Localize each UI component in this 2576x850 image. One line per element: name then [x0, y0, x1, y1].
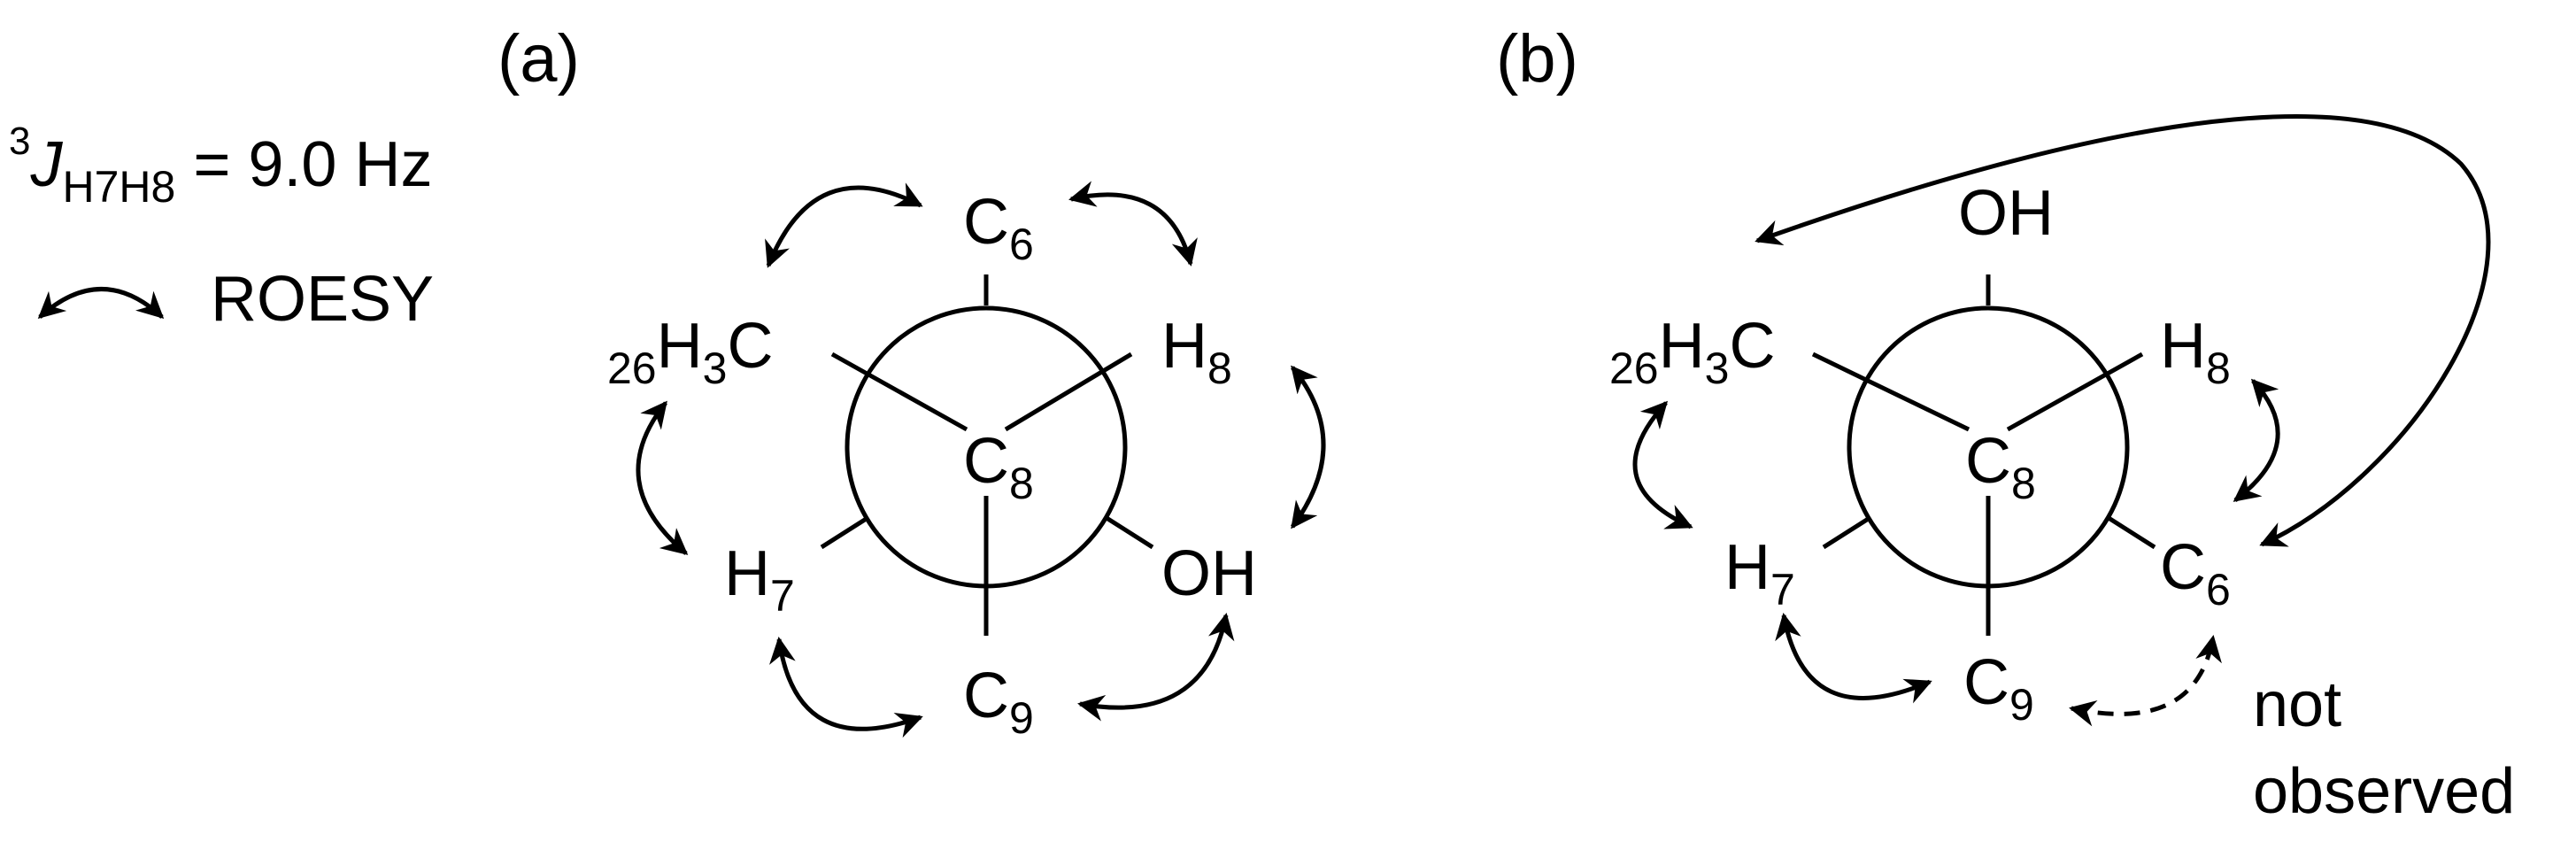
atom-ch3-a: 26H3C: [607, 311, 773, 393]
roesy-arrow-h7-c9-b: [1775, 613, 1932, 704]
atom-c9-b: C9: [1963, 647, 2034, 730]
not-observed-line2: observed: [2253, 756, 2515, 827]
atom-c6-b: C6: [2160, 532, 2231, 614]
roesy-arrows-b: [1632, 114, 2491, 727]
not-observed-line1: not: [2253, 669, 2341, 740]
roesy-arrow-ch3-c6-long-b: [1755, 114, 2491, 547]
atom-h7-b: H7: [1724, 532, 1795, 614]
center-atom-b: C8: [1965, 426, 2036, 508]
roesy-arrow-ch3-c6-a: [765, 182, 923, 268]
roesy-arrow-h8-c6-b: [2233, 378, 2280, 502]
coupling-constant-label: 3JH7H8 = 9.0 Hz: [9, 120, 432, 212]
legend: 3JH7H8 = 9.0 Hz ROESY: [9, 120, 434, 335]
bond-c6-b: [2107, 515, 2156, 550]
atom-h8-b: H8: [2160, 311, 2231, 393]
bonds-a: [820, 274, 1154, 636]
panel-a-label: (a): [497, 21, 580, 97]
bond-h7-a: [820, 515, 869, 550]
center-atom-a: C8: [963, 426, 1034, 508]
roesy-legend-arrow: [37, 287, 165, 320]
atom-c9-a: C9: [963, 661, 1034, 743]
panel-b: (b) C8 OH H8 C6 C9 H7 26H3C not observed: [1496, 21, 2515, 827]
atom-oh-a: OH: [1161, 538, 1257, 609]
atom-h7-a: H7: [724, 538, 795, 621]
roesy-legend-label: ROESY: [211, 264, 434, 335]
roesy-arrow-oh-c9-a: [1077, 613, 1235, 722]
roesy-arrows-a: [636, 181, 1326, 738]
bond-ch3-b: [1811, 352, 1971, 432]
atom-c6-a: C6: [963, 187, 1034, 269]
roesy-arrow-c9-c6-not-observed-b: [2069, 635, 2222, 727]
roesy-arrow-h8-oh-a: [1290, 365, 1326, 529]
roesy-arrow-h7-ch3-b: [1632, 400, 1693, 529]
atom-h8-a: H8: [1161, 311, 1232, 393]
panel-b-label: (b): [1496, 21, 1578, 97]
atom-oh-b: OH: [1958, 178, 2054, 249]
panel-a: (a) C8 C6 H8 OH C9 H7 26H3C: [497, 21, 1326, 743]
bond-ch3-a: [830, 352, 968, 432]
roesy-arrow-h7-ch3-a: [636, 400, 689, 555]
atom-ch3-b: 26H3C: [1609, 311, 1775, 393]
bond-oh-a: [1105, 515, 1154, 550]
bond-h8-a: [1004, 352, 1133, 432]
roesy-arrow-c6-h8-a: [1068, 181, 1198, 267]
bond-h7-b: [1822, 515, 1871, 550]
roesy-arrow-c9-h7-a: [769, 637, 923, 738]
